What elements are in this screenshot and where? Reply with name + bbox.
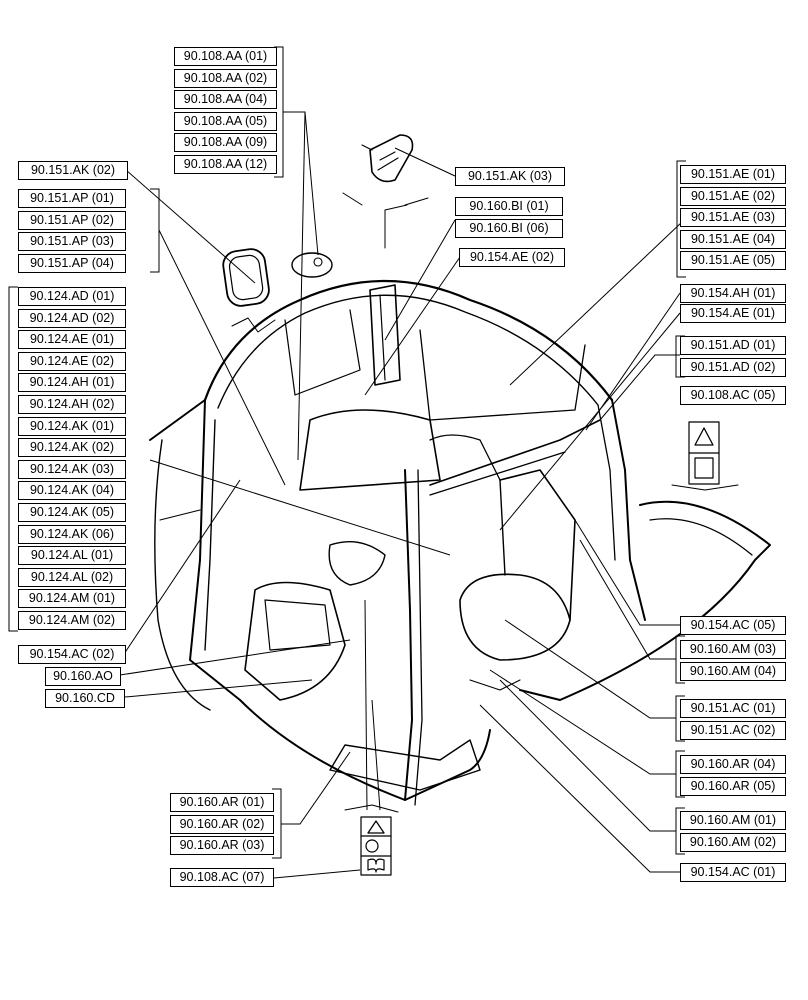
callout-label: 90.160.AM (04)	[680, 661, 786, 681]
callout-label: 90.154.AE (02)	[459, 248, 565, 267]
callout-label: 90.151.AE (03)	[680, 208, 786, 228]
callout-label: 90.151.AE (01)	[680, 165, 786, 184]
callout-label: 90.124.AK (05)	[18, 503, 126, 522]
callout-label: 90.124.AD (01)	[18, 287, 126, 306]
callout-label: 90.151.AD (02)	[680, 357, 786, 377]
callout-label: 90.160.AR (04)	[680, 755, 786, 774]
callout-label: 90.108.AA (05)	[174, 111, 277, 131]
cab-illustration	[149, 134, 771, 876]
callout-label: 90.108.AA (09)	[174, 133, 277, 153]
callout-label: 90.160.AR (03)	[170, 836, 274, 856]
callout-label: 90.160.BI (06)	[455, 218, 563, 238]
leader-lines	[119, 111, 683, 879]
callout-label: 90.151.AE (02)	[680, 186, 786, 206]
callout-label: 90.151.AP (04)	[18, 253, 126, 273]
callout-label: 90.154.AC (02)	[18, 645, 126, 664]
callout-label: 90.151.AE (05)	[680, 251, 786, 271]
callout-label: 90.124.AE (02)	[18, 351, 126, 371]
callout-label: 90.151.AK (03)	[455, 167, 565, 186]
callout-label: 90.151.AC (02)	[680, 720, 786, 740]
callout-label: 90.160.AM (02)	[680, 832, 786, 852]
callout-label: 90.154.AH (01)	[680, 284, 786, 303]
callout-label: 90.154.AE (01)	[680, 304, 786, 323]
callout-label: 90.160.AM (01)	[680, 811, 786, 830]
callout-label: 90.108.AA (02)	[174, 68, 277, 88]
callout-label: 90.124.AK (03)	[18, 459, 126, 479]
callout-label: 90.151.AP (02)	[18, 210, 126, 230]
callout-label: 90.124.AH (01)	[18, 373, 126, 393]
callout-label: 90.124.AM (02)	[18, 611, 126, 630]
callout-label: 90.124.AK (06)	[18, 524, 126, 544]
callout-label: 90.124.AD (02)	[18, 308, 126, 328]
callout-label: 90.151.AD (01)	[680, 336, 786, 355]
callout-label: 90.154.AC (05)	[680, 616, 786, 635]
callout-label: 90.151.AC (01)	[680, 699, 786, 718]
callout-label: 90.160.CD	[45, 689, 125, 708]
callout-label: 90.124.AM (01)	[18, 589, 126, 609]
callout-label: 90.124.AE (01)	[18, 330, 126, 350]
callout-label: 90.151.AP (03)	[18, 232, 126, 252]
callout-label: 90.108.AA (12)	[174, 155, 277, 174]
callout-label: 90.108.AC (05)	[680, 386, 786, 405]
callout-label: 90.124.AL (02)	[18, 567, 126, 587]
callout-label: 90.160.AR (02)	[170, 814, 274, 834]
callout-label: 90.124.AH (02)	[18, 395, 126, 414]
callout-label: 90.160.AM (03)	[680, 640, 786, 659]
callout-label: 90.160.AR (05)	[680, 776, 786, 796]
callout-label: 90.124.AK (01)	[18, 416, 126, 436]
callout-label: 90.154.AC (01)	[680, 863, 786, 882]
callout-label: 90.160.BI (01)	[455, 197, 563, 216]
callout-label: 90.160.AR (01)	[170, 793, 274, 812]
callout-label: 90.108.AA (01)	[174, 47, 277, 66]
callout-label: 90.108.AA (04)	[174, 90, 277, 110]
callout-label: 90.124.AK (02)	[18, 438, 126, 458]
callout-label: 90.151.AK (02)	[18, 161, 128, 180]
callout-label: 90.124.AL (01)	[18, 546, 126, 566]
callout-label: 90.124.AK (04)	[18, 481, 126, 501]
callout-label: 90.151.AP (01)	[18, 189, 126, 208]
callout-label: 90.108.AC (07)	[170, 868, 274, 887]
callout-label: 90.160.AO	[45, 667, 121, 686]
callout-label: 90.151.AE (04)	[680, 229, 786, 249]
